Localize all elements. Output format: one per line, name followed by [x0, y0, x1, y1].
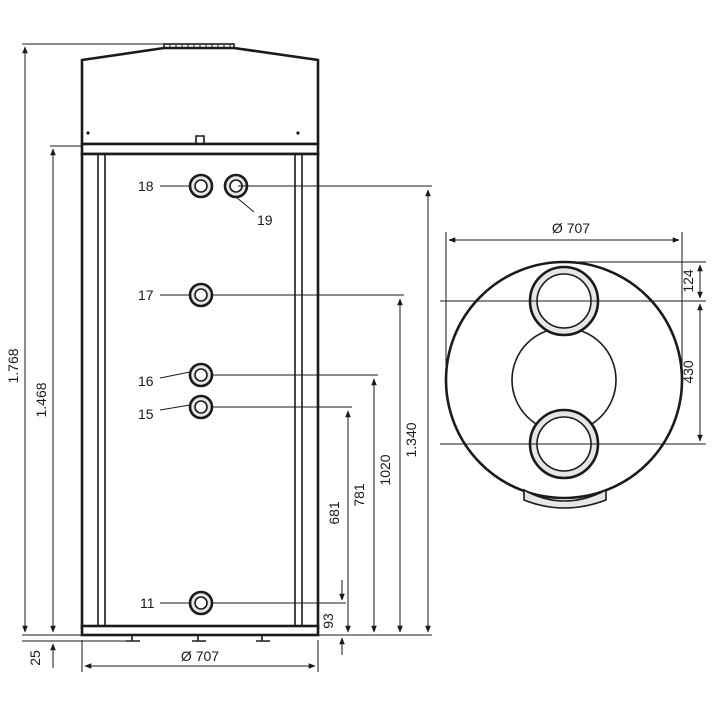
callout-19: 19 [257, 212, 273, 228]
dim-124-label: 124 [680, 269, 696, 293]
hood-screw-right [296, 131, 300, 135]
heat-pump-hood [80, 46, 320, 146]
dim-781-label: 781 [351, 483, 367, 507]
foot-3 [256, 635, 270, 642]
hood-latch [195, 135, 205, 144]
tank-base [80, 624, 320, 637]
tank-body [80, 152, 320, 630]
dim-1020-label: 1020 [377, 454, 393, 485]
front-view: 18 19 17 16 15 11 1.340 1020 781 681 93 … [5, 43, 432, 672]
callout-18: 18 [138, 178, 154, 194]
connection-fitting-17 [188, 282, 214, 308]
connection-fitting-15 [188, 394, 214, 420]
foot-2 [192, 635, 206, 642]
callout-17: 17 [138, 287, 154, 303]
foot-1 [126, 635, 140, 642]
dim-1340-label: 1.340 [403, 422, 419, 457]
callout-15: 15 [138, 406, 154, 422]
dim-1468-label: 1.468 [33, 382, 49, 417]
dim-25-label: 25 [27, 650, 43, 666]
connection-fitting-16 [188, 362, 214, 388]
dim-1768-label: 1.768 [5, 348, 21, 383]
dim-width-label: Ø 707 [181, 648, 219, 664]
dim-430-label: 430 [680, 360, 696, 384]
dim-681-label: 681 [326, 501, 342, 525]
callout-11: 11 [140, 595, 155, 611]
top-diameter-label: Ø 707 [552, 220, 590, 236]
dim-93-label: 93 [320, 613, 336, 629]
top-view: Ø 707 124 430 [440, 220, 706, 509]
connection-fitting-18 [188, 173, 214, 199]
connection-fitting-11 [188, 590, 214, 616]
hood-screw-left [86, 131, 90, 135]
hood-band [80, 142, 320, 156]
top-view-bottom-tab [523, 488, 607, 509]
callout-16: 16 [138, 373, 154, 389]
